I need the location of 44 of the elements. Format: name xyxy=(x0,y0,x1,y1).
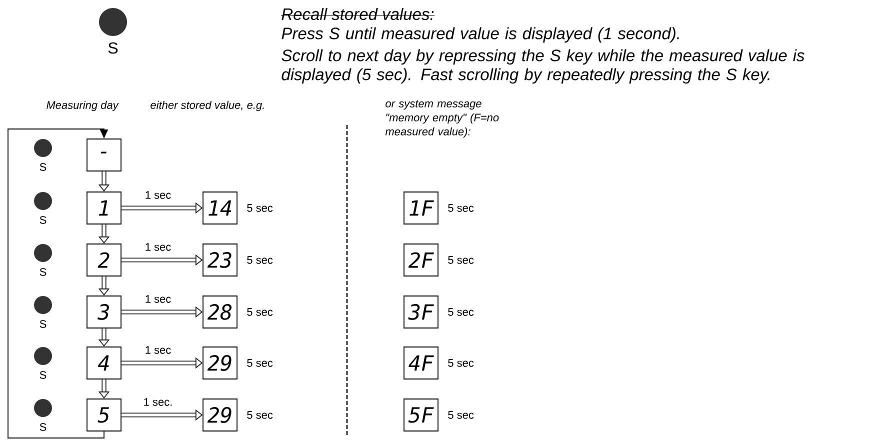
instruction-text: Press S until measured value is displayed (1 second). xyxy=(282,27,679,43)
column-heading: or system message "memory empty" (F=no measured value): xyxy=(385,100,499,138)
edge-label: 1 sec xyxy=(144,345,172,355)
edge-label: 1 sec xyxy=(144,294,172,304)
duration-label: 5 sec xyxy=(448,308,474,316)
column-heading: either stored value, e.g. xyxy=(150,100,264,112)
edge-label: 1 sec xyxy=(144,190,172,200)
display-box: 29 xyxy=(202,346,238,380)
display-box: 28 xyxy=(202,296,238,328)
display-box: 14 xyxy=(202,192,238,224)
key-label: S xyxy=(40,320,46,328)
display-box: 2F xyxy=(404,244,438,276)
display-box: 23 xyxy=(202,244,238,276)
edge-label: 1 sec. xyxy=(142,397,174,407)
duration-label: 5 sec xyxy=(247,359,273,367)
key-label: S xyxy=(40,371,46,379)
duration-label: 5 sec xyxy=(247,204,273,212)
key-label: S xyxy=(40,268,46,276)
display-box: 4F xyxy=(404,346,438,380)
display-box: 4 xyxy=(86,346,122,380)
key-label: S xyxy=(40,423,46,431)
display-box: 1 xyxy=(86,192,122,224)
duration-label: 5 sec xyxy=(247,308,273,316)
edge-label: 1 sec xyxy=(144,242,172,252)
loop-arrow xyxy=(8,128,108,438)
key-label: S xyxy=(40,163,46,171)
display-box: 1F xyxy=(404,192,438,224)
display-box: 2 xyxy=(86,244,122,276)
instruction-text: Scroll to next day by repressing the S key while the measured value is displayed (5 sec). Fast scrolling by repeatedly pressing the S key. xyxy=(282,49,804,84)
key-label: S xyxy=(40,216,46,224)
duration-label: 5 sec xyxy=(448,256,474,264)
key-label: S xyxy=(108,42,118,54)
duration-label: 5 sec xyxy=(247,256,273,264)
display-box: 5 xyxy=(86,398,122,432)
duration-label: 5 sec xyxy=(448,359,474,367)
display-box: 29 xyxy=(202,398,238,432)
duration-label: 5 sec xyxy=(247,411,273,419)
display-box: - xyxy=(86,138,122,172)
duration-label: 5 sec xyxy=(448,411,474,419)
display-box: 5F xyxy=(404,398,438,432)
duration-label: 5 sec xyxy=(448,204,474,212)
column-heading: Measuring day xyxy=(46,100,119,112)
display-box: 3 xyxy=(86,296,122,328)
display-box: 3F xyxy=(404,296,438,328)
